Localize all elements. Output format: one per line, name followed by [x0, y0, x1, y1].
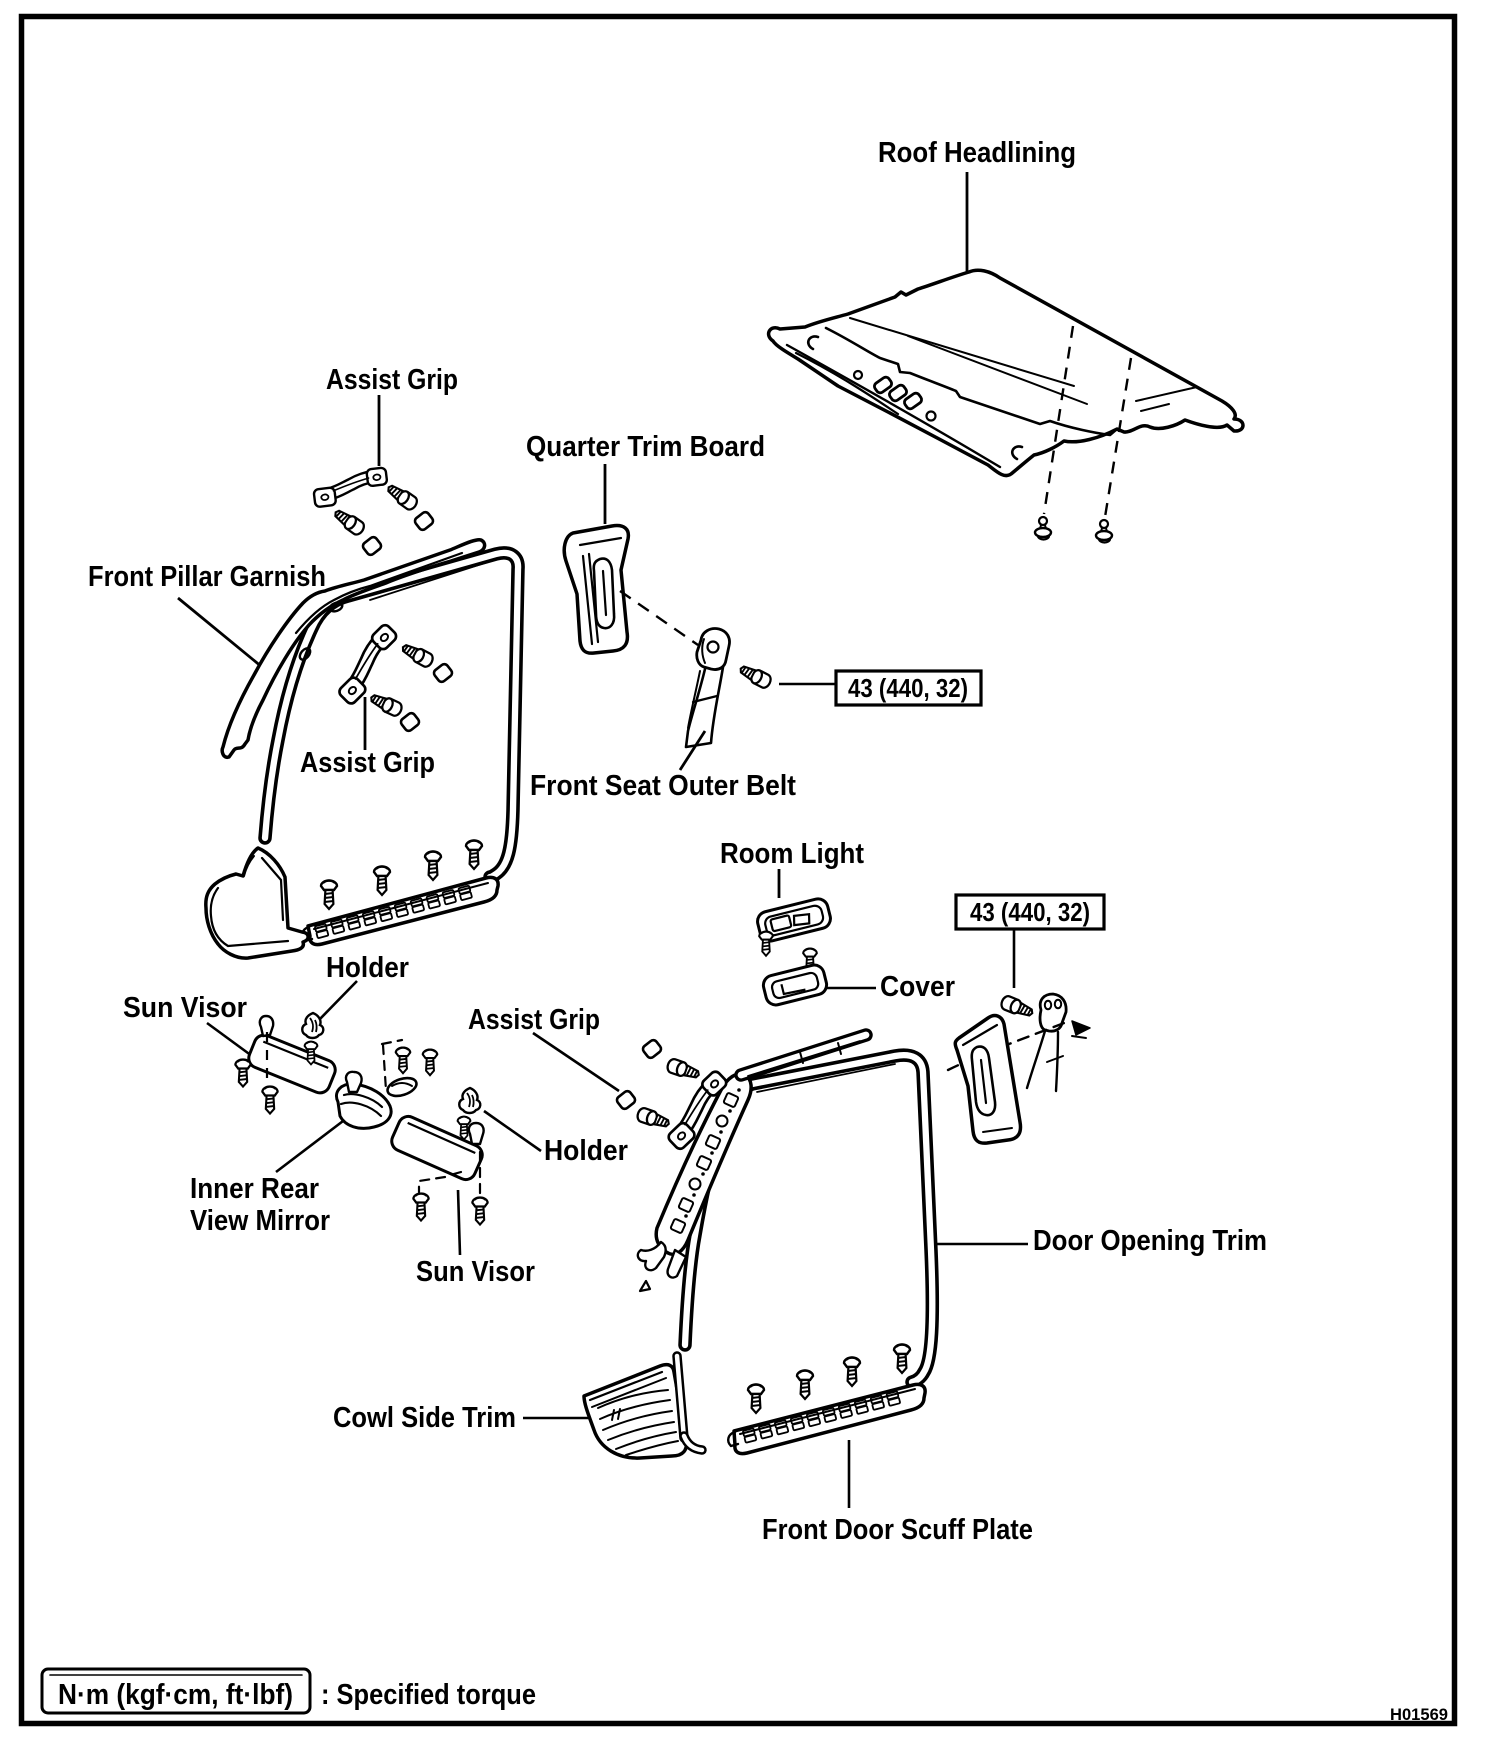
svg-text:43 (440, 32): 43 (440, 32) — [848, 673, 968, 703]
svg-text:43 (440, 32): 43 (440, 32) — [970, 897, 1090, 927]
svg-text:Assist Grip: Assist Grip — [468, 1004, 600, 1036]
svg-text:Front Door Scuff Plate: Front Door Scuff Plate — [762, 1514, 1033, 1546]
svg-text:Inner Rear: Inner Rear — [190, 1173, 319, 1205]
svg-text:View Mirror: View Mirror — [190, 1205, 330, 1237]
svg-text:Room Light: Room Light — [720, 838, 864, 870]
svg-text:Roof Headlining: Roof Headlining — [878, 137, 1076, 169]
svg-text:Door Opening Trim: Door Opening Trim — [1033, 1225, 1267, 1257]
svg-text:N·m (kgf·cm, ft·lbf): N·m (kgf·cm, ft·lbf) — [58, 1679, 293, 1711]
svg-text:Sun Visor: Sun Visor — [123, 992, 247, 1024]
svg-text:Cover: Cover — [880, 971, 955, 1003]
svg-text:Holder: Holder — [326, 952, 409, 984]
svg-text:Sun Visor: Sun Visor — [416, 1256, 535, 1288]
svg-text:Front Seat Outer Belt: Front Seat Outer Belt — [530, 770, 796, 802]
svg-text:Holder: Holder — [544, 1135, 628, 1167]
svg-text:: Specified torque: : Specified torque — [321, 1679, 536, 1711]
svg-text:H01569: H01569 — [1390, 1705, 1448, 1724]
svg-text:Cowl Side Trim: Cowl Side Trim — [333, 1402, 516, 1434]
svg-text:Assist Grip: Assist Grip — [326, 364, 458, 396]
svg-text:Quarter Trim Board: Quarter Trim Board — [526, 431, 765, 463]
svg-text:Assist Grip: Assist Grip — [300, 747, 435, 779]
svg-text:Front Pillar Garnish: Front Pillar Garnish — [88, 561, 326, 593]
